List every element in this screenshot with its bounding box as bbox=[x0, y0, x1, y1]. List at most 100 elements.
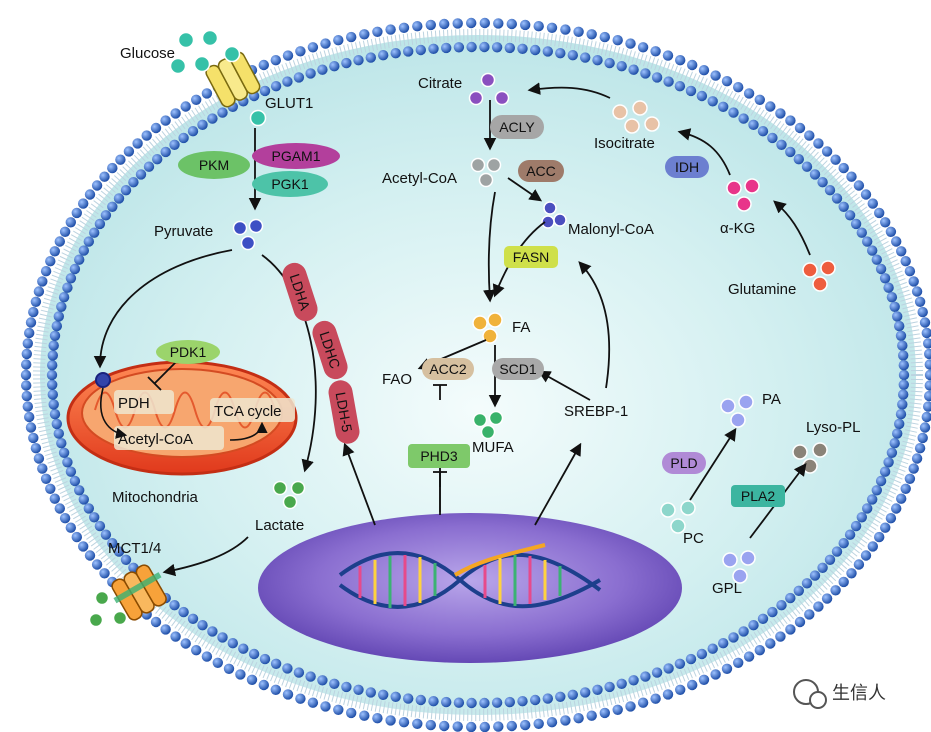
membrane-bead bbox=[698, 674, 710, 685]
membrane-bead bbox=[22, 401, 33, 412]
membrane-bead bbox=[911, 286, 923, 297]
membrane-bead bbox=[398, 717, 410, 728]
membrane-bead bbox=[372, 713, 383, 724]
fa-label: FA bbox=[512, 319, 530, 336]
membrane-bead bbox=[56, 301, 67, 312]
membrane-bead bbox=[517, 696, 528, 707]
membrane-bead bbox=[612, 704, 623, 715]
gpl-molecule-icon bbox=[722, 552, 738, 568]
membrane-bead bbox=[47, 379, 58, 390]
membrane-bead bbox=[838, 201, 849, 212]
pc-molecule-icon bbox=[660, 502, 676, 518]
membrane-bead bbox=[83, 236, 95, 247]
membrane-bead bbox=[25, 317, 37, 328]
membrane-bead bbox=[883, 282, 894, 293]
gpl-molecule-icon bbox=[740, 550, 756, 566]
membrane-bead bbox=[415, 694, 426, 706]
membrane-bead bbox=[258, 679, 269, 691]
membrane-bead bbox=[412, 718, 423, 729]
membrane-bead bbox=[830, 585, 841, 596]
lactate-molecule-icon bbox=[290, 480, 306, 496]
glucose-molecule-icon bbox=[201, 29, 219, 47]
membrane-bead bbox=[867, 494, 878, 505]
membrane-bead bbox=[270, 684, 281, 695]
acetyl-coa-molecule-icon bbox=[478, 172, 494, 188]
membrane-bead bbox=[21, 380, 32, 391]
membrane-bead bbox=[305, 671, 316, 682]
membrane-bead bbox=[846, 171, 857, 182]
membrane-bead bbox=[307, 697, 319, 708]
enzyme-pkm-pill: PKM bbox=[178, 151, 250, 179]
membrane-bead bbox=[738, 113, 749, 124]
membrane-bead bbox=[625, 701, 636, 712]
pdh-label: PDH bbox=[118, 395, 150, 412]
membrane-bead bbox=[94, 218, 106, 230]
membrane-bead bbox=[223, 663, 235, 674]
enzyme-idh-label: IDH bbox=[675, 159, 699, 175]
membrane-bead bbox=[107, 162, 118, 174]
membrane-bead bbox=[628, 675, 639, 686]
membrane-bead bbox=[757, 126, 769, 137]
membrane-bead bbox=[721, 76, 733, 87]
membrane-bead bbox=[560, 715, 571, 726]
membrane-bead bbox=[874, 207, 885, 219]
lyso-pl-molecule-icon bbox=[792, 444, 808, 460]
enzyme-acly-pill: ACLY bbox=[490, 115, 544, 139]
membrane-bead bbox=[616, 678, 627, 689]
membrane-bead bbox=[295, 693, 306, 704]
membrane-bead bbox=[891, 236, 902, 247]
membrane-bead bbox=[62, 457, 73, 468]
glutamine-molecule-icon bbox=[802, 262, 818, 278]
membrane-bead bbox=[346, 31, 357, 43]
malonyl-coa-molecule-icon bbox=[553, 213, 567, 227]
membrane-bead bbox=[479, 697, 490, 709]
enzyme-idh-pill: IDH bbox=[665, 156, 709, 178]
membrane-bead bbox=[282, 76, 293, 87]
membrane-bead bbox=[804, 130, 815, 141]
mufa-molecule-icon bbox=[472, 412, 488, 428]
membrane-bead bbox=[169, 600, 180, 611]
membrane-bead bbox=[687, 679, 698, 691]
membrane-bead bbox=[817, 177, 828, 188]
enzyme-pdk1-pill: PDK1 bbox=[156, 340, 220, 364]
membrane-bead bbox=[675, 684, 686, 695]
membrane-bead bbox=[201, 88, 213, 99]
membrane-bead bbox=[862, 503, 873, 514]
membrane-bead bbox=[150, 616, 162, 628]
membrane-bead bbox=[107, 538, 118, 549]
membrane-bead bbox=[385, 715, 396, 726]
glutamine-label: Glutamine bbox=[728, 281, 796, 298]
membrane-bead bbox=[767, 132, 778, 144]
membrane-bead bbox=[49, 409, 61, 420]
membrane-bead bbox=[428, 43, 439, 54]
membrane-bead bbox=[212, 657, 223, 668]
membrane-bead bbox=[58, 292, 70, 303]
membrane-bead bbox=[479, 41, 490, 53]
membrane-bead bbox=[924, 380, 931, 391]
glucose-molecule-icon bbox=[223, 45, 241, 63]
membrane-bead bbox=[637, 697, 649, 708]
membrane-bead bbox=[51, 320, 62, 332]
membrane-bead bbox=[74, 485, 85, 496]
pa-molecule-icon bbox=[738, 394, 754, 410]
membrane-bead bbox=[889, 301, 900, 312]
membrane-bead bbox=[89, 227, 100, 238]
membrane-bead bbox=[53, 428, 64, 439]
membrane-bead bbox=[169, 139, 180, 150]
membrane-bead bbox=[201, 651, 213, 662]
membrane-bead bbox=[908, 276, 919, 287]
membrane-bead bbox=[904, 473, 916, 484]
membrane-bead bbox=[40, 473, 52, 484]
membrane-bead bbox=[794, 122, 806, 134]
membrane-bead bbox=[885, 513, 897, 524]
membrane-bead bbox=[282, 663, 293, 674]
membrane-bead bbox=[809, 570, 821, 581]
membrane-bead bbox=[698, 65, 710, 76]
membrane-bead bbox=[341, 681, 352, 693]
membrane-bead bbox=[452, 721, 463, 732]
membrane-bead bbox=[359, 29, 370, 40]
membrane-bead bbox=[160, 115, 171, 126]
membrane-bead bbox=[924, 359, 931, 370]
enzyme-ldh5-pill: LDH-5 bbox=[328, 380, 360, 444]
membrane-bead bbox=[56, 438, 67, 449]
